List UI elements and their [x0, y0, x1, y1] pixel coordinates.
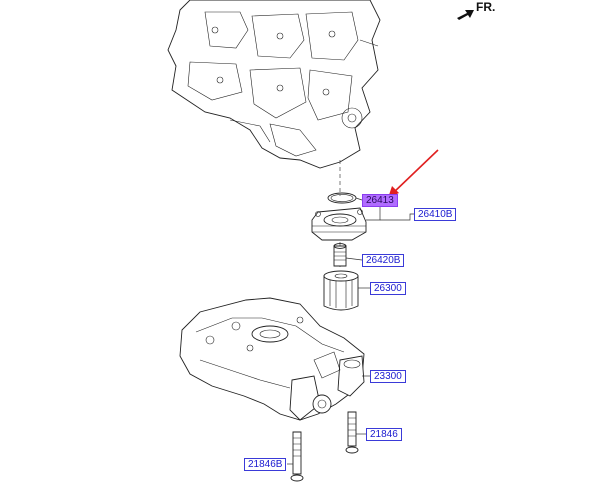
- highlight-pointer-arrow-icon: [388, 149, 439, 198]
- callout-26413[interactable]: 26413: [362, 194, 398, 207]
- front-direction-arrow-icon: [457, 10, 474, 20]
- engine-block: [167, 0, 381, 169]
- oil-cooler-part: [311, 207, 367, 241]
- orientation-label: FR.: [476, 0, 496, 14]
- bolt-21846-part: [345, 411, 359, 454]
- o-ring-part: [327, 192, 357, 204]
- oil-filter-part: [323, 270, 359, 311]
- callout-23300[interactable]: 23300: [370, 370, 406, 383]
- callout-21846b[interactable]: 21846B: [244, 458, 287, 471]
- callout-26410b[interactable]: 26410B: [414, 208, 457, 221]
- bolt-21846b-part: [290, 431, 304, 482]
- callout-26420b[interactable]: 26420B: [362, 254, 405, 267]
- callout-21846[interactable]: 21846: [366, 428, 402, 441]
- oil-filter-fitting-part: [333, 243, 347, 267]
- callout-26300[interactable]: 26300: [370, 282, 406, 295]
- oil-pump-module-part: [179, 297, 365, 421]
